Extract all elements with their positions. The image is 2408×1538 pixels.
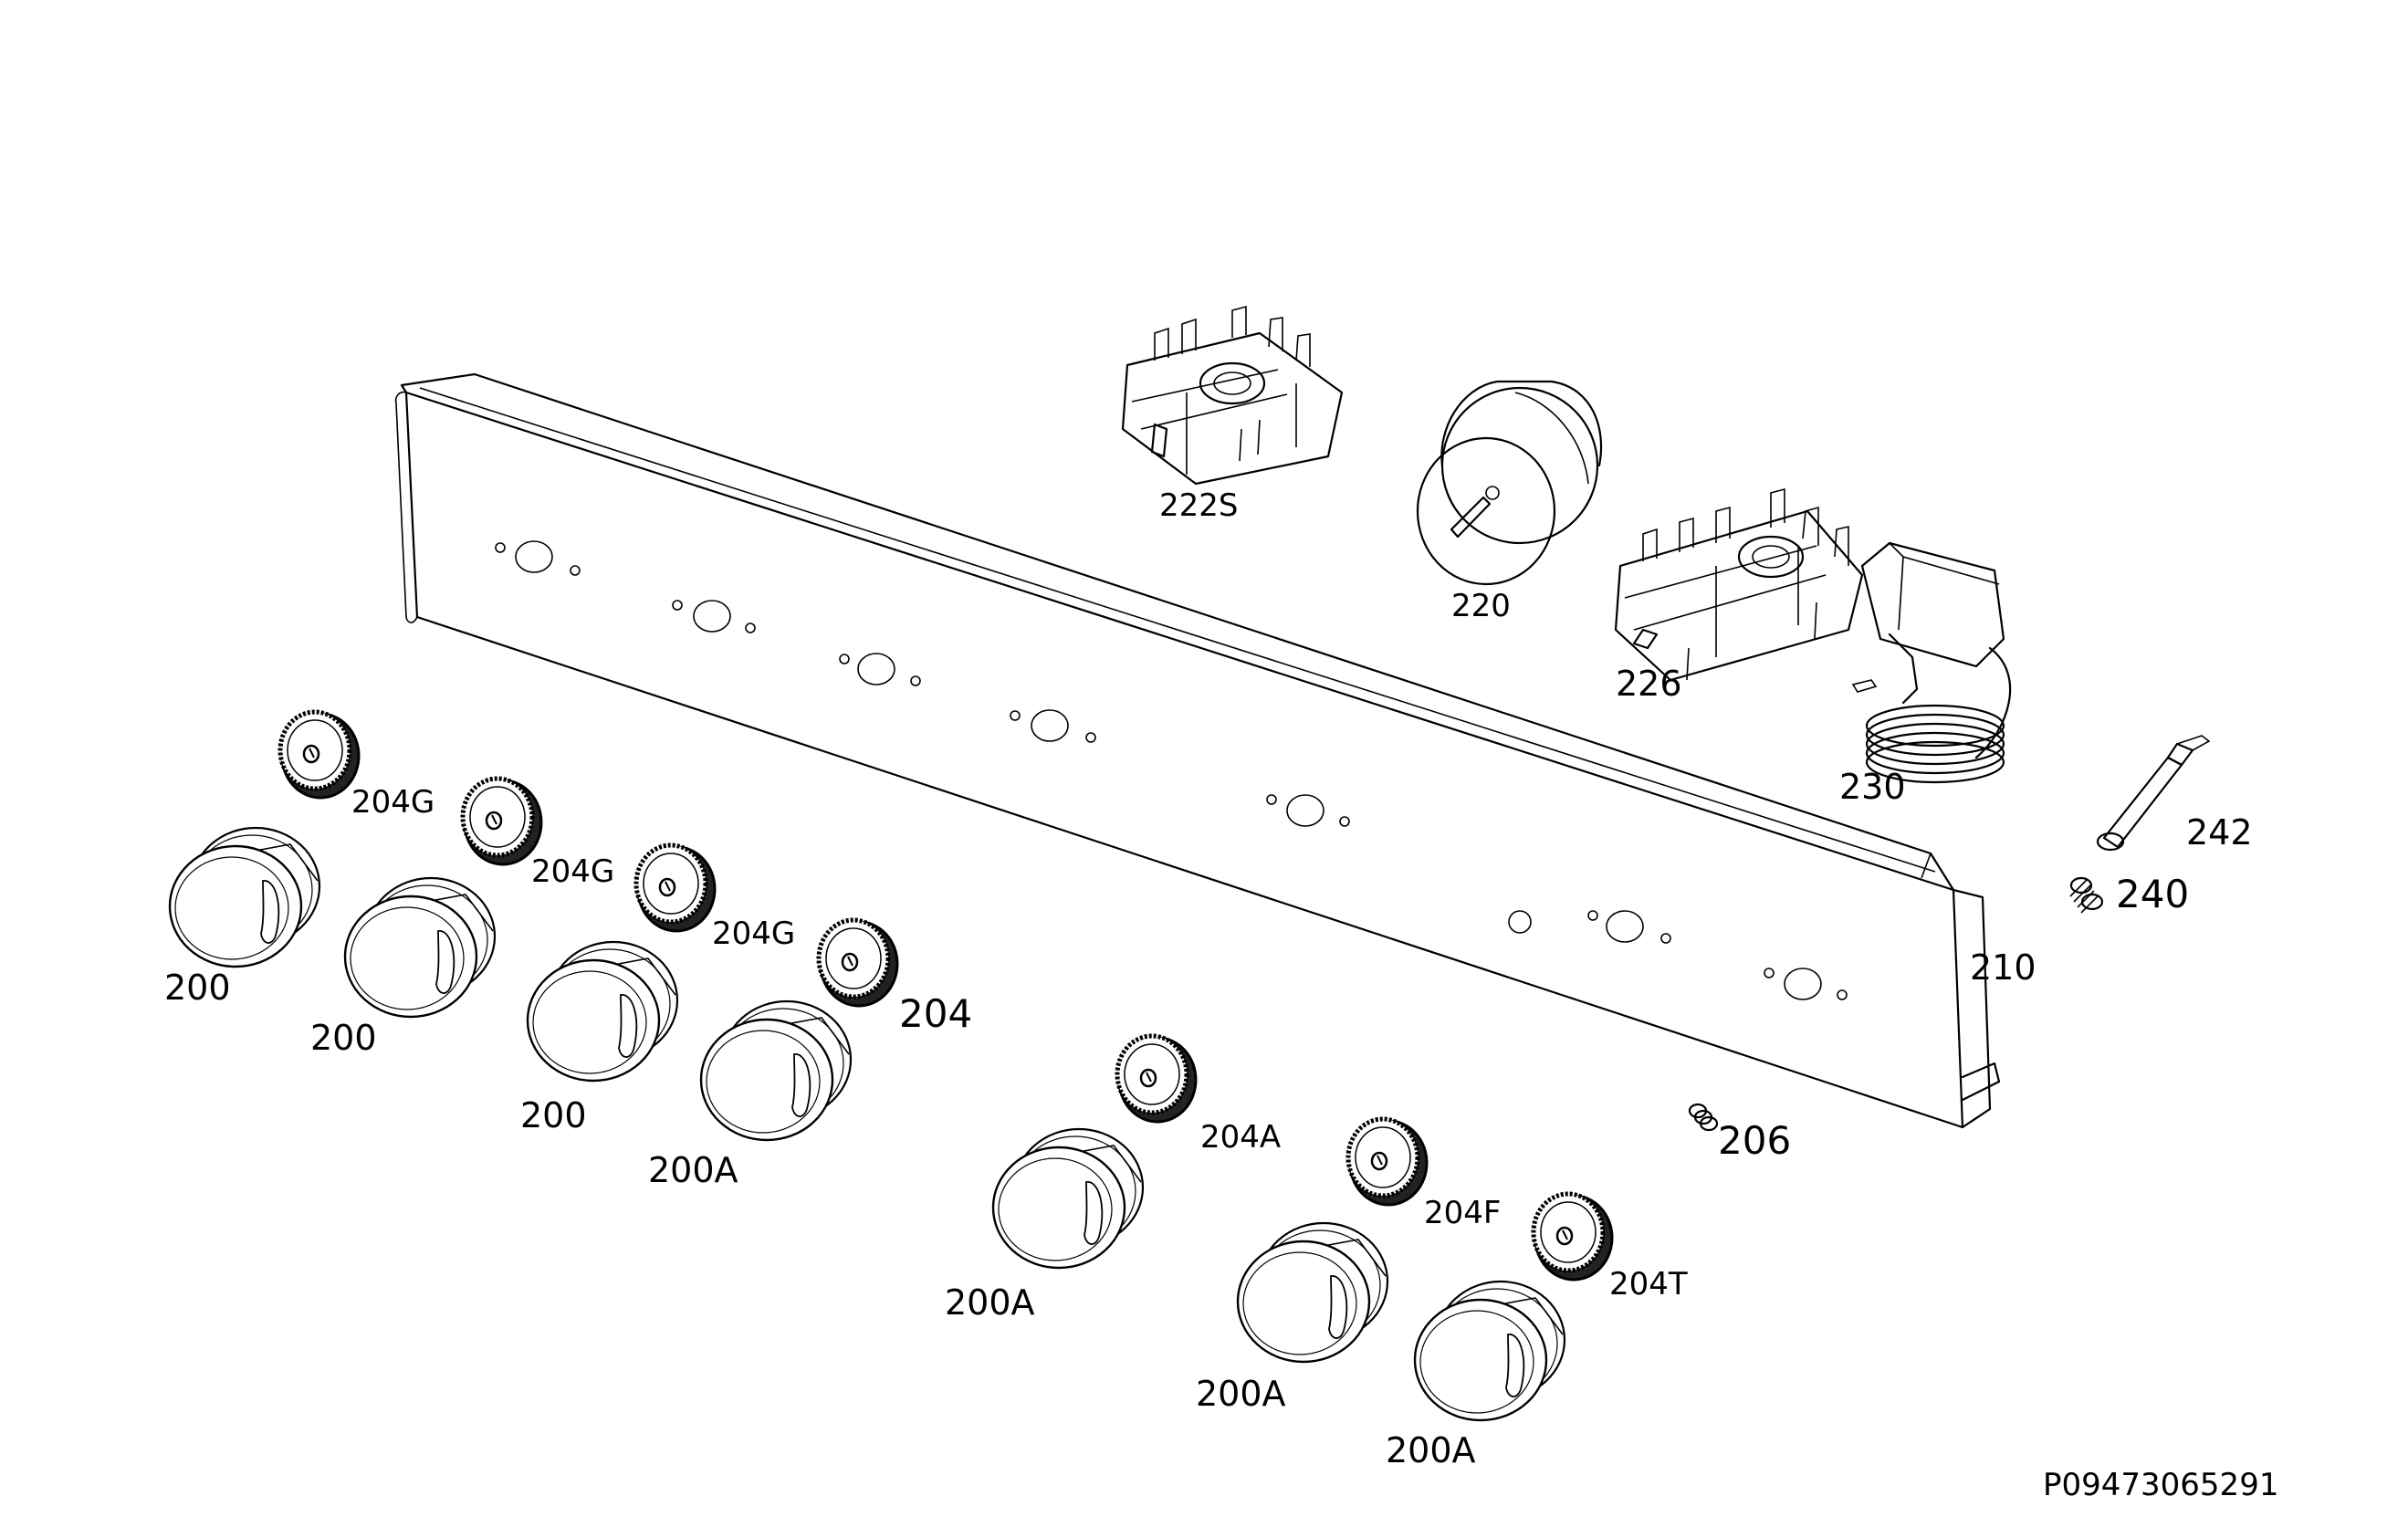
label-204g-1: 204G xyxy=(351,784,434,821)
knob-200-3 xyxy=(526,940,679,1083)
label-222s: 222S xyxy=(1159,487,1238,524)
knob-200-2 xyxy=(343,876,497,1019)
knob-200a-3 xyxy=(1236,1221,1389,1364)
label-200-2: 200 xyxy=(310,1018,377,1058)
drawing-id: P09473065291 xyxy=(2043,1467,2278,1503)
label-200a-3: 200A xyxy=(1196,1374,1286,1414)
label-204g-2: 204G xyxy=(531,853,614,890)
bezel-204g-2 xyxy=(460,776,543,866)
bezel-204g-1 xyxy=(277,709,361,800)
knob-200a-4 xyxy=(1413,1280,1566,1422)
part-labels: 200 200 200 200A 200A 200A 200A 204G 204… xyxy=(164,487,2278,1503)
knob-200-1 xyxy=(168,826,321,968)
label-206: 206 xyxy=(1718,1118,1791,1163)
label-220: 220 xyxy=(1451,588,1511,624)
label-204: 204 xyxy=(899,991,972,1036)
bezel-204 xyxy=(816,917,899,1008)
thermostat-230 xyxy=(1851,541,2012,784)
label-226: 226 xyxy=(1616,664,1682,704)
label-200-3: 200 xyxy=(520,1095,587,1135)
label-204g-3: 204G xyxy=(712,915,795,952)
label-240: 240 xyxy=(2116,872,2189,916)
label-230: 230 xyxy=(1839,767,1906,807)
bezel-204a xyxy=(1115,1033,1198,1124)
control-panel-210 xyxy=(394,372,2001,1129)
label-204a: 204A xyxy=(1200,1119,1281,1156)
label-204t: 204T xyxy=(1609,1266,1688,1303)
label-204f: 204F xyxy=(1424,1195,1501,1231)
selector-switch-226 xyxy=(1614,487,1864,682)
panel-holes xyxy=(495,540,1848,1000)
label-200a-1: 200A xyxy=(648,1150,738,1190)
bezel-204f xyxy=(1345,1116,1429,1207)
label-200a-2: 200A xyxy=(945,1282,1035,1323)
knob-200a-2 xyxy=(991,1127,1145,1270)
igniter-pin-242 xyxy=(2096,735,2211,852)
bezel-204t xyxy=(1531,1191,1614,1282)
label-242: 242 xyxy=(2186,812,2253,853)
bezel-204g-3 xyxy=(633,842,717,933)
bezel-rings xyxy=(277,709,1614,1282)
knob-200a-1 xyxy=(699,999,853,1142)
label-200a-4: 200A xyxy=(1386,1430,1476,1470)
timer-220 xyxy=(1416,380,1603,586)
label-210: 210 xyxy=(1970,947,2036,988)
screw-240 xyxy=(2069,876,2104,914)
control-knobs xyxy=(168,826,1566,1422)
screw-206 xyxy=(1688,1103,1719,1132)
selector-switch-222s xyxy=(1121,305,1344,486)
label-200-1: 200 xyxy=(164,968,231,1008)
